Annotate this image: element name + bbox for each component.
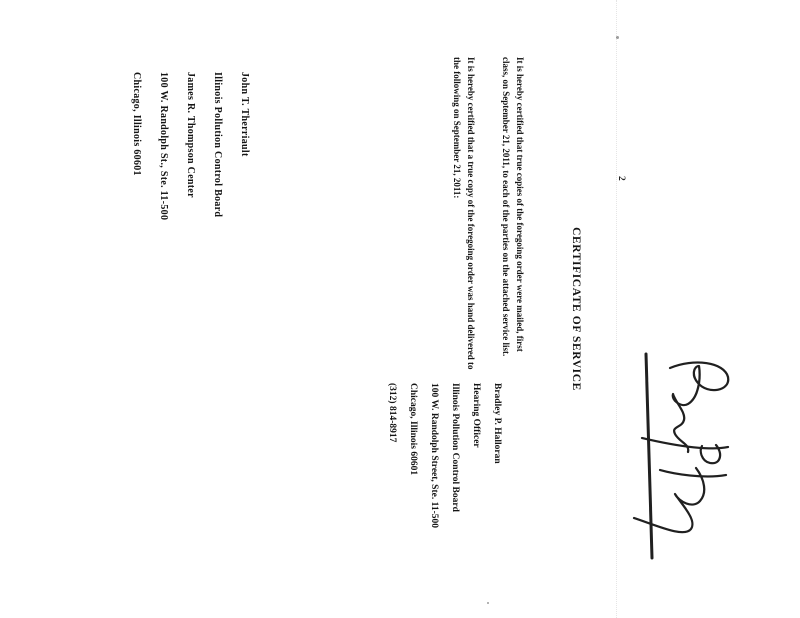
service-recipient-org: Illinois Pollution Control Board: [212, 72, 223, 218]
paragraph-line: It is hereby certified that true copies …: [515, 57, 525, 352]
service-list-block: John T. Therriault Illinois Pollution Co…: [123, 72, 258, 220]
signature-stroke: [640, 436, 730, 465]
hearing-officer-address: 100 W. Randolph Street, Ste. 11-500: [429, 383, 439, 528]
certificate-paragraph-hand-delivery: It is hereby certified that a true copy …: [450, 57, 478, 370]
service-recipient-address: 100 W. Randolph St., Ste. 11-500: [158, 72, 169, 221]
certificate-paragraph-mailing: It is hereby certified that true copies …: [499, 57, 527, 356]
service-recipient-city: Chicago, Illinois 60601: [131, 72, 142, 176]
paragraph-line: class, on September 21, 2011, to each of…: [501, 57, 511, 357]
hearing-officer-name: Bradley P. Halloran: [492, 383, 502, 464]
hearing-officer-block: Bradley P. Halloran Hearing Officer Illi…: [381, 383, 507, 528]
service-recipient-name: John T. Therriault: [239, 72, 250, 157]
scan-crease-line: [616, 0, 617, 618]
signature-underline-line: [644, 352, 654, 560]
page-number: 2: [616, 176, 626, 181]
signature-stroke: [668, 361, 730, 454]
paragraph-line: the following on September 21, 2011:: [452, 57, 462, 199]
hearing-officer-phone: (312) 814-8917: [387, 383, 397, 443]
hearing-officer-org: Illinois Pollution Control Board: [450, 383, 460, 512]
hearing-officer-city: Chicago, Illinois 60601: [408, 383, 418, 476]
paragraph-line: It is hereby certified that a true copy …: [466, 57, 476, 370]
handwritten-signature: [632, 352, 730, 560]
scan-speck: [487, 602, 489, 604]
certificate-of-service-heading: CERTIFICATE OF SERVICE: [570, 227, 582, 391]
scan-speck: [616, 36, 619, 39]
service-recipient-building: James R. Thompson Center: [185, 72, 196, 198]
hearing-officer-title: Hearing Officer: [471, 383, 481, 448]
signature-stroke: [632, 466, 728, 534]
